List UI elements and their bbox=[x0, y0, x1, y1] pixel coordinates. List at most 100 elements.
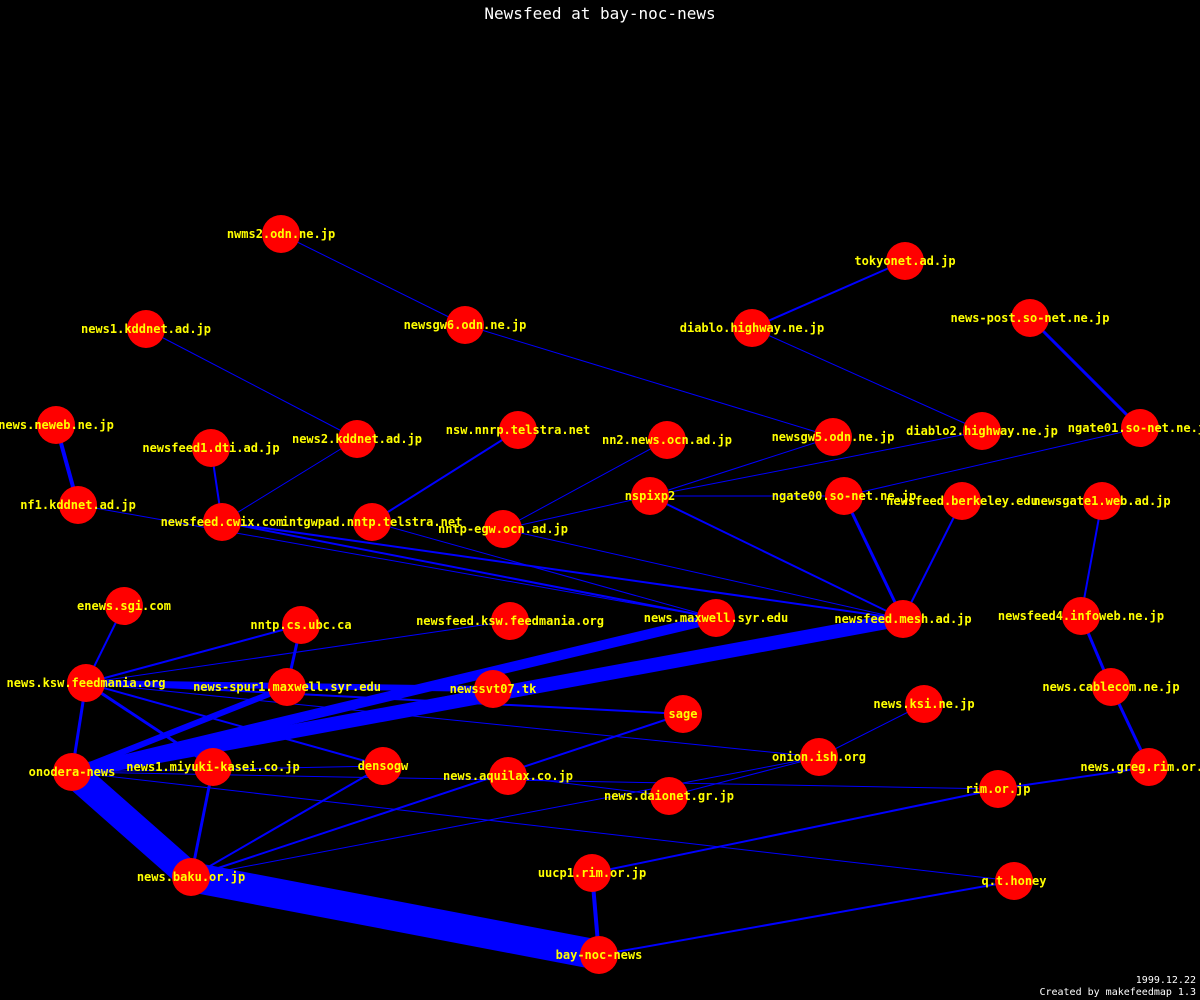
edge-onionish-baku bbox=[190, 756, 820, 878]
node-label-newsgw5: newsgw5.odn.ne.jp bbox=[772, 430, 895, 444]
edge-qthoney-baynoc bbox=[598, 880, 1015, 956]
node-diablo bbox=[733, 309, 771, 347]
node-onionish bbox=[800, 738, 838, 776]
node-newsfeedcwix bbox=[203, 503, 241, 541]
node-tokyonet bbox=[886, 242, 924, 280]
node-label-daionet: news.daionet.gr.jp bbox=[604, 789, 734, 803]
edge-onodera-baku bbox=[62, 761, 201, 888]
edge-daionet-onionish bbox=[668, 756, 820, 797]
node-label-gregrim: news.greg.rim.or.jp bbox=[1080, 760, 1200, 774]
node-infoweb bbox=[1062, 597, 1100, 635]
edge-newskswfeedmania-densogw bbox=[85, 682, 384, 767]
node-label-tokyonet: tokyonet.ad.jp bbox=[854, 254, 955, 268]
node-newsgate1 bbox=[1083, 482, 1121, 520]
edge-newsgate1-infoweb bbox=[1080, 500, 1103, 617]
node-nwms2 bbox=[262, 215, 300, 253]
node-label-newsgate1: newsgate1.web.ad.jp bbox=[1033, 494, 1170, 508]
edge-news2kddnet-newsfeedcwix bbox=[221, 438, 358, 523]
edge-diablo2-nspixp2 bbox=[649, 430, 983, 497]
node-newsneweb bbox=[37, 406, 75, 444]
node-label-miyuki: news1.miyuki-kasei.co.jp bbox=[126, 760, 299, 774]
edge-news1kddnet-news2kddnet bbox=[145, 328, 358, 440]
nodes-layer bbox=[37, 215, 1168, 974]
edge-tokyonet-diablo bbox=[751, 260, 906, 329]
node-mesh bbox=[884, 600, 922, 638]
node-nntpubc bbox=[282, 606, 320, 644]
footer-date: 1999.12.22 bbox=[1136, 975, 1196, 986]
edge-berkeley-mesh bbox=[902, 500, 963, 620]
labels-layer: nwms2.odn.ne.jptokyonet.ad.jpnews1.kddne… bbox=[0, 227, 1200, 962]
edge-newssvt07-onodera bbox=[71, 687, 494, 774]
edge-baku-baynoc bbox=[188, 862, 602, 970]
node-baynoc bbox=[580, 936, 618, 974]
node-miyuki bbox=[194, 748, 232, 786]
edge-newsgw6-newsgw5 bbox=[464, 324, 834, 438]
node-label-rimorjp: rim.or.jp bbox=[965, 782, 1030, 796]
node-label-nntpegw: nntp-egw.ocn.ad.jp bbox=[438, 522, 568, 536]
node-label-qthoney: q.t.honey bbox=[981, 874, 1046, 888]
footer-credit: Created by makefeedmap 1.3 bbox=[1039, 987, 1196, 998]
node-label-feedmaniakswnf: newsfeed.ksw.feedmania.org bbox=[416, 614, 604, 628]
node-uucp1rim bbox=[573, 854, 611, 892]
node-label-newsfeedcwix: newsfeed.cwix.com bbox=[161, 515, 284, 529]
node-label-newsfeed1dti: newsfeed1.dti.ad.jp bbox=[142, 441, 279, 455]
node-label-news2kddnet: news2.kddnet.ad.jp bbox=[292, 432, 422, 446]
node-label-ngate00: ngate00.so-net.ne.jp bbox=[772, 489, 917, 503]
node-densogw bbox=[364, 747, 402, 785]
node-label-mesh: newsfeed.mesh.ad.jp bbox=[834, 612, 971, 626]
node-qthoney bbox=[995, 862, 1033, 900]
node-newskswfeedmania bbox=[67, 664, 105, 702]
node-newsfeed1dti bbox=[192, 429, 230, 467]
node-daionet bbox=[650, 777, 688, 815]
node-maxwell bbox=[697, 599, 735, 637]
edge-spurl-onodera bbox=[70, 684, 289, 775]
node-newssvt07 bbox=[474, 670, 512, 708]
node-label-aquilax: news.aquilax.co.jp bbox=[443, 769, 573, 783]
edge-nspixp2-mesh bbox=[649, 495, 904, 620]
node-label-baynoc: bay-noc-news bbox=[556, 948, 643, 962]
node-newspost bbox=[1011, 299, 1049, 337]
edge-intgwpad-maxwell bbox=[371, 521, 717, 619]
node-baku bbox=[172, 858, 210, 896]
node-label-cablecom: news.cablecom.ne.jp bbox=[1042, 680, 1179, 694]
node-label-maxwell: news.maxwell.syr.edu bbox=[644, 611, 789, 625]
edge-nwms2-newsgw6 bbox=[280, 233, 466, 326]
edge-newsgw5-nspixp2 bbox=[649, 436, 834, 497]
node-ngate00 bbox=[825, 477, 863, 515]
node-cablecom bbox=[1092, 668, 1130, 706]
node-newsgw6 bbox=[446, 306, 484, 344]
node-gregrim bbox=[1130, 748, 1168, 786]
node-label-berkeley: newsfeed.berkeley.edu bbox=[886, 494, 1038, 508]
node-newsgw5 bbox=[814, 418, 852, 456]
edge-aquilax-daionet bbox=[507, 775, 670, 797]
node-label-infoweb: newsfeed4.infoweb.ne.jp bbox=[998, 609, 1164, 623]
node-label-ngate01: ngate01.so-net.ne.jp bbox=[1068, 421, 1200, 435]
edge-nspixp2-nntpegw bbox=[502, 495, 651, 530]
edge-diablo-diablo2 bbox=[751, 327, 983, 432]
edge-ngate01-ngate00 bbox=[843, 427, 1141, 497]
edge-nn2ocn-nntpegw bbox=[502, 439, 668, 530]
edge-sage-baku bbox=[190, 713, 684, 878]
node-label-intgwpad: intgwpad.nntp.telstra.net bbox=[282, 515, 463, 529]
edge-nf1kddnet-maxwell bbox=[77, 504, 717, 619]
node-nf1kddnet bbox=[59, 486, 97, 524]
node-label-nf1kddnet: nf1.kddnet.ad.jp bbox=[20, 498, 136, 512]
edge-nntpegw-mesh bbox=[502, 528, 904, 620]
node-label-onodera: onodera-news bbox=[29, 765, 116, 779]
edge-newsksi-onionish bbox=[818, 703, 925, 758]
node-nspixp2 bbox=[631, 477, 669, 515]
node-nswnnrp bbox=[499, 411, 537, 449]
edge-ngate00-mesh bbox=[842, 495, 905, 620]
edge-rimorjp-uucp1rim bbox=[591, 788, 999, 874]
node-nn2ocn bbox=[648, 421, 686, 459]
edge-newsfeedcwix-maxwell bbox=[221, 521, 717, 619]
node-enewssgi bbox=[105, 587, 143, 625]
node-label-newsneweb: news.neweb.ne.jp bbox=[0, 418, 114, 432]
node-label-newspost: news-post.so-net.ne.jp bbox=[951, 311, 1110, 325]
node-label-uucp1rim: uucp1.rim.or.jp bbox=[538, 866, 646, 880]
node-news1kddnet bbox=[127, 310, 165, 348]
node-aquilax bbox=[489, 757, 527, 795]
node-label-nntpubc: nntp.cs.ubc.ca bbox=[250, 618, 351, 632]
node-label-densogw: densogw bbox=[358, 759, 409, 773]
node-label-sage: sage bbox=[669, 707, 698, 721]
